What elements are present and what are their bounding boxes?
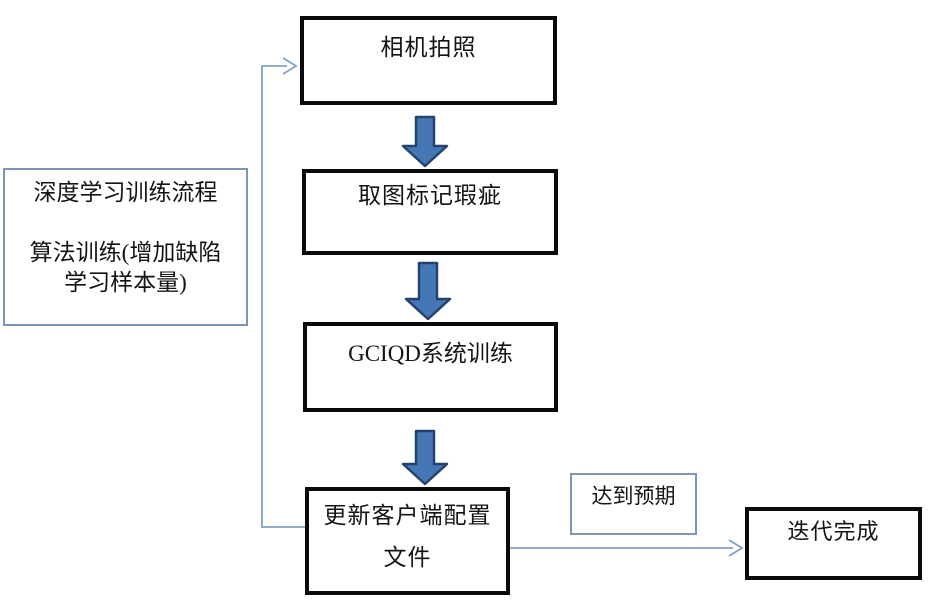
step-box-system-training: GCIQD系统训练	[303, 322, 558, 412]
chevron-right-icon	[282, 57, 298, 75]
note-line: 算法训练(增加缺陷	[29, 240, 222, 265]
step-label-line: 文件	[383, 545, 432, 570]
block-arrow-down-icon	[401, 115, 449, 168]
process-note-box: 深度学习训练流程 算法训练(增加缺陷 学习样本量)	[3, 168, 248, 326]
step-box-camera-capture: 相机拍照	[300, 16, 557, 105]
step-label-line: 更新客户端配置	[323, 503, 492, 528]
branch-condition-label-box: 达到预期	[570, 473, 697, 535]
note-line: 学习样本量)	[64, 270, 187, 295]
step-box-update-client-config: 更新客户端配置 文件	[305, 487, 510, 595]
feedback-connector-line	[261, 65, 305, 528]
block-arrow-down-icon	[401, 429, 449, 486]
step-label: 相机拍照	[380, 35, 477, 60]
step-label: 取图标记瑕疵	[358, 183, 502, 208]
step-label: GCIQD系统训练	[348, 341, 513, 366]
chevron-right-icon	[728, 539, 744, 557]
note-line: 深度学习训练流程	[33, 180, 218, 205]
step-box-mark-defects: 取图标记瑕疵	[302, 169, 558, 255]
branch-label: 达到预期	[591, 484, 676, 508]
end-box-iteration-complete: 迭代完成	[745, 507, 922, 580]
end-label: 迭代完成	[787, 519, 880, 544]
note-line-spacer	[5, 208, 246, 238]
block-arrow-down-icon	[404, 261, 452, 321]
